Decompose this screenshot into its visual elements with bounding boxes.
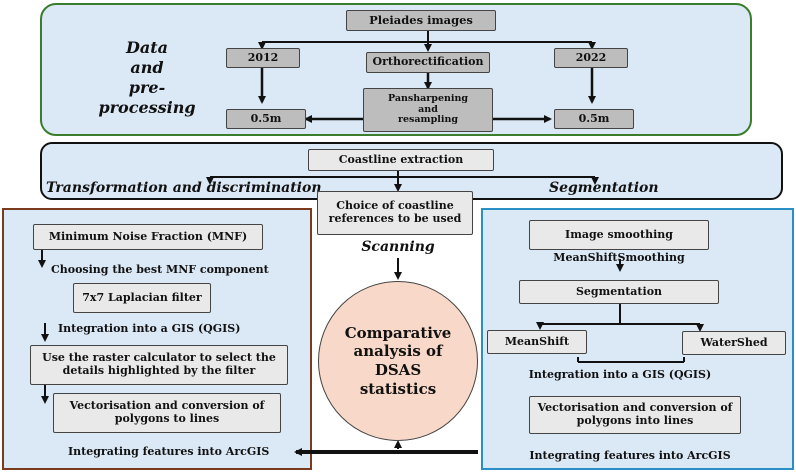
- resolution-left-box: 0.5m: [226, 109, 306, 129]
- dsas-analysis-text: Comparative analysis of DSAS statistics: [344, 323, 452, 398]
- coastline-extraction-box: Coastline extraction: [308, 149, 494, 171]
- segmentation-box: Segmentation: [519, 280, 719, 304]
- year-2012-box: 2012: [226, 48, 300, 68]
- laplacian-filter-box: 7x7 Laplacian filter: [73, 283, 211, 313]
- right-gis-text: Integration into a GIS (QGIS): [528, 368, 712, 381]
- watershed-box: WaterShed: [682, 331, 786, 355]
- transformation-label: Transformation and discrimination: [46, 180, 322, 196]
- raster-calculator-box: Use the raster calculator to select the …: [30, 345, 288, 385]
- meanshift-smoothing-text: MeanShiftSmoothing: [553, 251, 685, 264]
- left-vectorisation-box: Vectorisation and conversion of polygons…: [53, 393, 281, 433]
- segmentation-label: Segmentation: [549, 180, 659, 196]
- scanning-label: Scanning: [361, 239, 435, 255]
- pansharpening-box: Pansharpening and resampling: [363, 88, 493, 132]
- image-smoothing-box: Image smoothing: [529, 220, 709, 250]
- dsas-analysis-circle: Comparative analysis of DSAS statistics: [318, 281, 478, 441]
- meanshift-box: MeanShift: [487, 330, 587, 354]
- mnf-box: Minimum Noise Fraction (MNF): [33, 224, 263, 250]
- left-gis-text: Integration into a GIS (QGIS): [58, 322, 241, 335]
- resolution-right-box: 0.5m: [554, 109, 634, 129]
- best-mnf-text: Choosing the best MNF component: [51, 263, 269, 276]
- left-arcgis-text: Integrating features into ArcGIS: [68, 445, 270, 458]
- right-arcgis-text: Integrating features into ArcGIS: [529, 449, 731, 462]
- coastline-references-box: Choice of coastline references to be use…: [317, 191, 473, 235]
- right-vectorisation-box: Vectorisation and conversion of polygons…: [529, 396, 741, 434]
- data-preprocessing-label: Data and pre-processing: [98, 38, 196, 117]
- year-2022-box: 2022: [554, 48, 628, 68]
- pleiades-images-box: Pleiades images: [346, 10, 496, 31]
- orthorectification-box: Orthorectification: [366, 52, 490, 73]
